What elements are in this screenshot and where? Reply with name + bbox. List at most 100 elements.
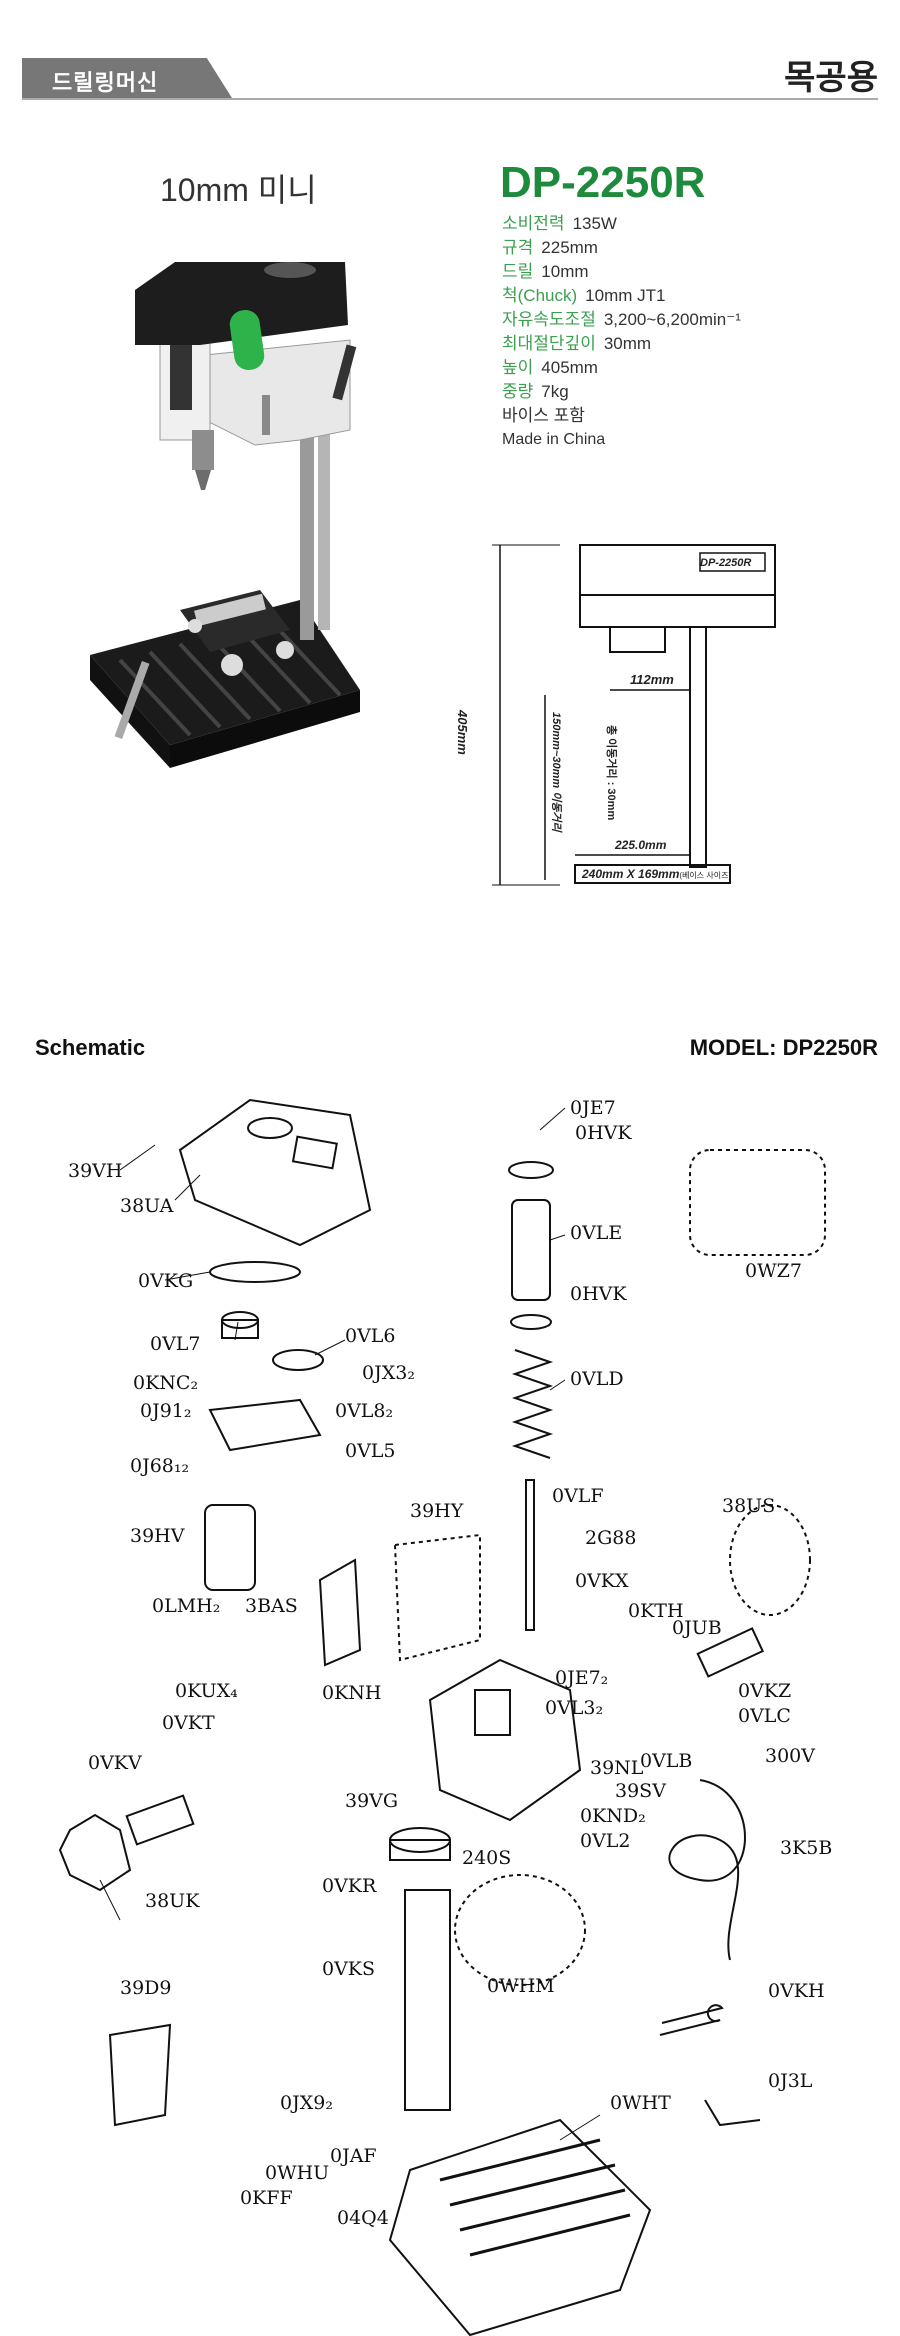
part-label-0vkv: 0VKV <box>88 1752 142 1774</box>
spec-value: 30mm <box>603 334 652 353</box>
spec-key: 척(Chuck) <box>502 286 578 305</box>
part-label-0kux4: 0KUX₄ <box>175 1680 238 1702</box>
part-label-0vl2: 0VL2 <box>580 1830 631 1852</box>
vise-included: 바이스 포함 <box>502 406 585 425</box>
schematic-model: MODEL: DP2250R <box>689 1035 878 1060</box>
part-label-0jub: 0JUB <box>672 1617 722 1639</box>
part-label-0kff: 0KFF <box>240 2187 293 2209</box>
part-label-04q4: 04Q4 <box>337 2207 389 2229</box>
part-label-0whu: 0WHU <box>265 2162 330 2184</box>
spec-value: 405mm <box>541 358 598 377</box>
part-label-0wht: 0WHT <box>610 2092 671 2114</box>
product-model: DP-2250R <box>500 158 706 207</box>
part-label-39hy: 39HY <box>410 1500 464 1522</box>
part-label-2g88: 2G88 <box>585 1527 637 1549</box>
part-label-0j3l: 0J3L <box>768 2070 813 2092</box>
origin-label: Made in China <box>502 431 606 448</box>
part-label-3k5b: 3K5B <box>780 1837 833 1859</box>
part-label-0j6812: 0J68₁₂ <box>130 1455 190 1477</box>
category-tag: 드릴링머신 <box>22 58 232 98</box>
spec-value: 135W <box>572 214 617 233</box>
part-label-0knd2: 0KND₂ <box>580 1805 646 1827</box>
part-label-39sv: 39SV <box>615 1780 666 1802</box>
part-label-0knc2: 0KNC₂ <box>133 1372 199 1394</box>
dim-plate-label: DP-2250R <box>700 557 752 569</box>
part-label-0kth: 0KTH <box>628 1600 684 1622</box>
part-label-0jx92: 0JX9₂ <box>280 2092 333 2114</box>
part-label-3bas: 3BAS <box>245 1595 298 1617</box>
dim-base-label: 240mm X 169mm(베이스 사이즈) <box>582 867 731 881</box>
usage-label: 목공용 <box>784 59 878 97</box>
dimension-drawing <box>492 544 776 886</box>
spec-key: 중량 <box>502 382 534 401</box>
category-tag-label: 드릴링머신 <box>52 70 159 95</box>
dim-column-label: 225.0mm <box>615 838 667 852</box>
part-label-0vlb: 0VLB <box>640 1750 693 1772</box>
part-label-300v: 300V <box>765 1745 815 1767</box>
part-label-0whm: 0WHM <box>487 1975 555 1997</box>
spec-value: 225mm <box>541 238 598 257</box>
part-label-0lmh2: 0LMH₂ <box>152 1595 221 1617</box>
part-label-0knh: 0KNH <box>322 1682 382 1704</box>
part-label-0vl6: 0VL6 <box>345 1325 396 1347</box>
part-label-0vkg: 0VKG <box>138 1270 194 1292</box>
part-label-0vl7: 0VL7 <box>150 1333 201 1355</box>
spec-value: 10mm JT1 <box>585 286 666 305</box>
spec-row: 소비전력 135W <box>502 212 741 236</box>
part-label-38ua: 38UA <box>120 1195 174 1217</box>
spec-value: 10mm <box>541 262 589 281</box>
spec-key: 드릴 <box>502 262 534 281</box>
product-name: 10mm 미니 <box>160 172 317 208</box>
spec-row: 최대절단깊이 30mm <box>502 332 741 356</box>
spec-key: 최대절단깊이 <box>502 334 596 353</box>
diagram-parts <box>58 1098 826 2336</box>
spec-list: 소비전력 135W 규격 225mm 드릴 10mm 척(Chuck) 10mm JT1… <box>502 212 741 452</box>
spec-value: 7kg <box>541 382 569 401</box>
part-label-0jaf: 0JAF <box>330 2145 377 2167</box>
part-label-39vg: 39VG <box>345 1790 399 1812</box>
part-label-0vlf: 0VLF <box>552 1485 604 1507</box>
spec-value: 3,200~6,200min⁻¹ <box>603 310 741 329</box>
part-label-0vl82: 0VL8₂ <box>335 1400 394 1422</box>
schematic-title: Schematic <box>35 1035 146 1060</box>
spec-row: 높이 405mm <box>502 356 741 380</box>
part-label-0je72: 0JE7₂ <box>555 1667 609 1689</box>
spec-key: 자유속도조절 <box>502 310 596 329</box>
part-label-39d9: 39D9 <box>120 1977 172 1999</box>
part-label-38us: 38US <box>722 1495 776 1517</box>
part-label-0je7: 0JE7 <box>570 1097 616 1119</box>
header-divider <box>22 98 878 100</box>
spec-row: 규격 225mm <box>502 236 741 260</box>
part-label-0hvk: 0HVK <box>575 1122 632 1144</box>
part-label-0vle: 0VLE <box>570 1222 623 1244</box>
part-label-39nl: 39NL <box>590 1757 644 1779</box>
part-label-39vh: 39VH <box>68 1160 123 1182</box>
part-label-0vlc: 0VLC <box>738 1705 791 1727</box>
part-label-0vkr: 0VKR <box>322 1875 377 1897</box>
part-label-240s: 240S <box>462 1847 512 1869</box>
spec-row: 중량 7kg <box>502 380 741 404</box>
spec-row: 척(Chuck) 10mm JT1 <box>502 284 741 308</box>
part-label-0wz7: 0WZ7 <box>745 1260 802 1282</box>
drill-press-photo <box>90 262 360 768</box>
part-label-0vkz: 0VKZ <box>738 1680 792 1702</box>
spec-key: 소비전력 <box>502 214 565 233</box>
part-label-0vkh: 0VKH <box>768 1980 825 2002</box>
dim-base-note: (베이스 사이즈) <box>679 871 732 880</box>
spec-row: 자유속도조절 3,200~6,200min⁻¹ <box>502 308 741 332</box>
part-label-38uk: 38UK <box>145 1890 200 1912</box>
part-label-39hv: 39HV <box>130 1525 185 1547</box>
part-label-0hvk-2: 0HVK <box>570 1283 627 1305</box>
part-label-0vks: 0VKS <box>322 1958 376 1980</box>
spec-key: 높이 <box>502 358 534 377</box>
part-label-0vkx: 0VKX <box>575 1570 629 1592</box>
part-label-0vld: 0VLD <box>570 1368 624 1390</box>
part-label-0vkt: 0VKT <box>162 1712 215 1734</box>
part-label-0vl5: 0VL5 <box>345 1440 396 1462</box>
part-label-0j912: 0J91₂ <box>140 1400 192 1422</box>
spec-key: 규격 <box>502 238 534 257</box>
part-label-0jx32: 0JX3₂ <box>362 1362 415 1384</box>
spec-row: 드릴 10mm <box>502 260 741 284</box>
